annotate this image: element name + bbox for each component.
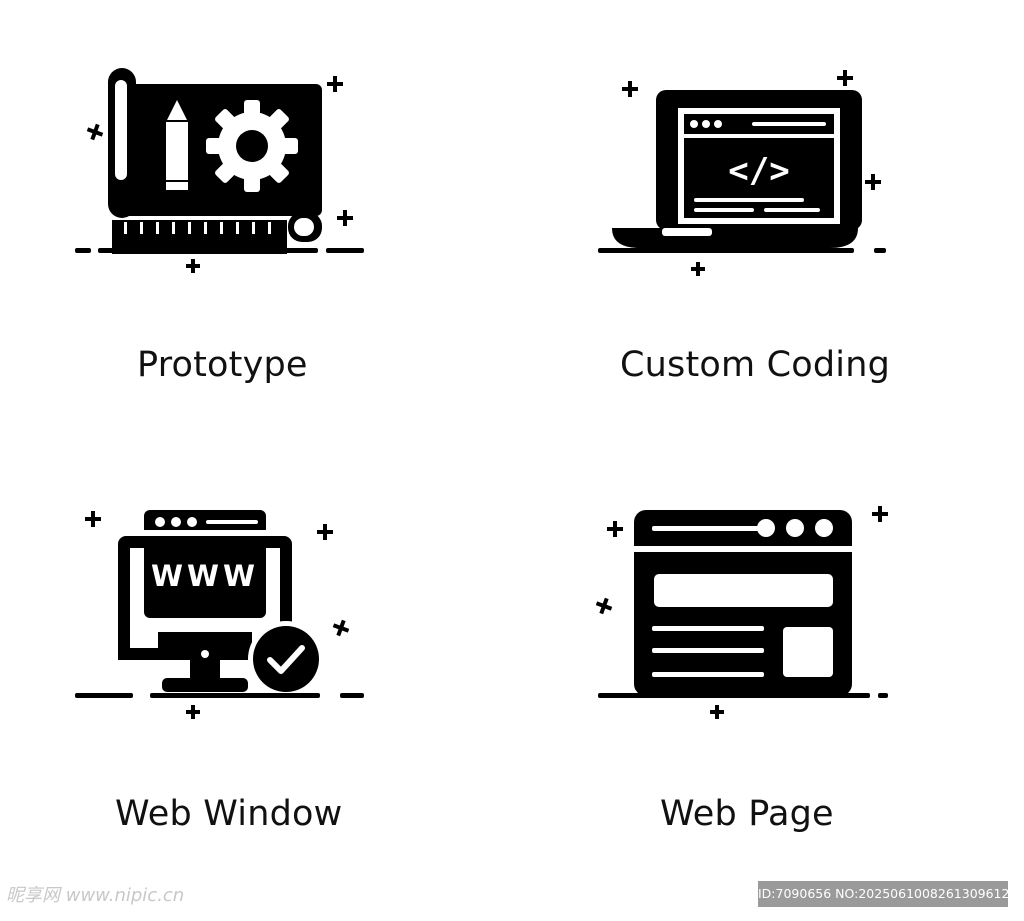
icon-cell-custom-coding: </> Custom Coding bbox=[512, 0, 1024, 400]
code-brackets-icon: </> bbox=[728, 151, 789, 191]
www-label: WWW bbox=[151, 559, 259, 593]
pencil-icon bbox=[166, 100, 188, 190]
icon-cell-web-window: WWW Web Window bbox=[0, 460, 512, 860]
web-window-icon: WWW bbox=[75, 510, 364, 719]
gear-icon bbox=[206, 100, 298, 192]
web-page-icon bbox=[595, 506, 888, 719]
custom-coding-icon: </> bbox=[598, 70, 886, 276]
icon-label: Custom Coding bbox=[620, 345, 891, 385]
sparkle-icon bbox=[85, 511, 350, 719]
icon-label: Web Window bbox=[115, 794, 343, 834]
sparkle-icon bbox=[595, 506, 888, 719]
icon-cell-prototype: Prototype bbox=[0, 0, 512, 400]
watermark-left: 昵享网 www.nipic.cn bbox=[6, 885, 185, 906]
icon-label: Web Page bbox=[660, 794, 834, 834]
sparkle-icon bbox=[86, 76, 353, 273]
check-badge-icon bbox=[248, 621, 324, 697]
icon-label: Prototype bbox=[137, 345, 308, 385]
icon-cell-web-page: Web Page bbox=[512, 460, 1024, 860]
prototype-icon bbox=[75, 68, 364, 273]
sparkle-icon bbox=[622, 70, 881, 276]
watermark-id: ID:7090656 NO:20250610082613096128 bbox=[758, 881, 1017, 907]
